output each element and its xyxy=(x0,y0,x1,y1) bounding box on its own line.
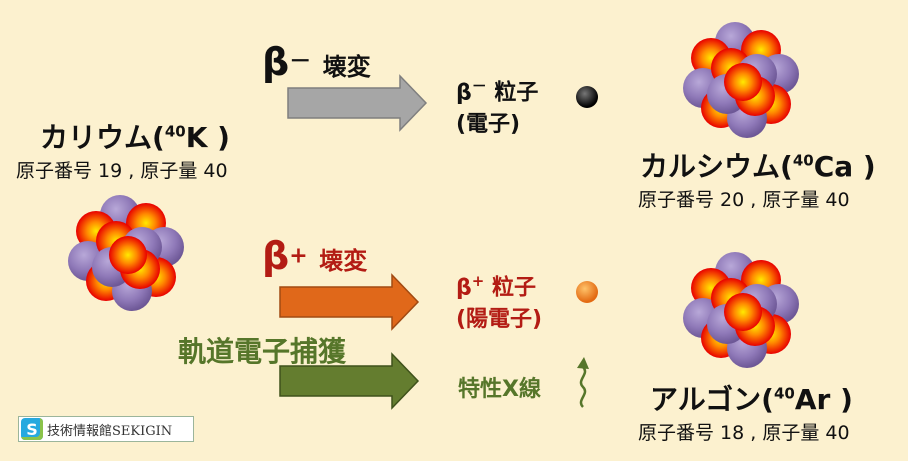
beta-plus-arrow xyxy=(280,275,418,329)
calcium-name: カルシウム(40Ca ) xyxy=(640,145,876,185)
potassium-nucleus xyxy=(68,195,184,311)
calcium-nucleus xyxy=(683,22,799,138)
x-ray-wave-icon xyxy=(577,357,589,407)
sekigin-logo: S 技術情報館SEKIGIN xyxy=(18,416,194,442)
positron-particle-icon xyxy=(576,281,598,303)
characteristic-x-ray-label: 特性X線 xyxy=(458,371,541,403)
beta-minus-arrow xyxy=(288,76,426,130)
beta-plus-label: β+ 壊変 xyxy=(262,234,367,278)
argon-name: アルゴン(40Ar ) xyxy=(650,378,853,418)
sekigin-logo-text: 技術情報館SEKIGIN xyxy=(47,420,172,439)
electron-particle-icon xyxy=(576,86,598,108)
calcium-info: 原子番号 20 , 原子量 40 xyxy=(638,185,850,212)
argon-info: 原子番号 18 , 原子量 40 xyxy=(638,418,850,445)
beta-minus-label: β－ 壊変 xyxy=(262,40,371,84)
beta-minus-particle-label: β－ 粒子 (電子) xyxy=(456,70,538,141)
electron-capture-label: 軌道電子捕獲 xyxy=(178,330,346,370)
argon-nucleus xyxy=(683,252,799,368)
potassium-info: 原子番号 19 , 原子量 40 xyxy=(16,156,228,183)
potassium-name: カリウム(40K ) xyxy=(40,116,230,156)
beta-plus-particle-label: β+ 粒子 (陽電子) xyxy=(456,265,542,336)
sekigin-logo-icon: S xyxy=(21,418,43,440)
